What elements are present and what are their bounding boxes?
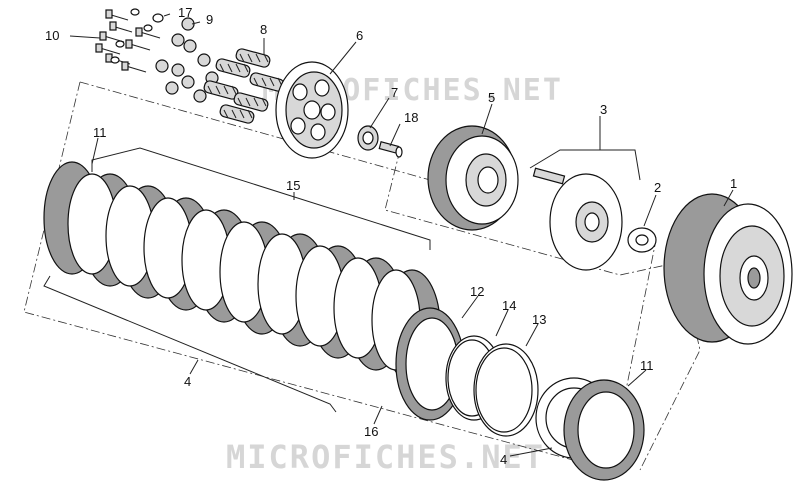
hub-plate-assembly	[532, 167, 623, 271]
callout-5: 5	[488, 90, 495, 105]
clutch-basket	[663, 193, 793, 345]
callout-13: 13	[532, 312, 546, 327]
callout-14: 14	[502, 298, 516, 313]
watermark-bottom: MICROFICHES.NET	[226, 438, 545, 476]
callout-4-bottom: 4	[500, 452, 507, 467]
callout-11-bottom: 11	[640, 358, 654, 373]
callout-11-top: 11	[93, 125, 107, 140]
assembly-outline-top	[79, 81, 431, 181]
leader-lines	[43, 13, 734, 457]
callout-16: 16	[364, 424, 378, 439]
springs-group	[203, 48, 285, 124]
callout-3: 3	[600, 102, 607, 117]
callout-2: 2	[654, 180, 661, 195]
inner-hub	[427, 125, 519, 231]
outer-plates	[535, 377, 645, 481]
bolts-group	[95, 8, 164, 73]
thrust-washer	[627, 227, 657, 253]
assembly-outline-right	[384, 149, 701, 471]
callout-17: 17	[178, 5, 192, 20]
callout-9: 9	[206, 12, 213, 27]
callout-12: 12	[470, 284, 484, 299]
plate-and-rings	[395, 307, 539, 437]
clutch-plate-stack	[43, 161, 441, 383]
callout-1: 1	[730, 176, 737, 191]
callout-4-left: 4	[184, 374, 191, 389]
callout-6: 6	[356, 28, 363, 43]
callout-7: 7	[391, 85, 398, 100]
callout-18: 18	[404, 110, 418, 125]
callout-10: 10	[45, 28, 59, 43]
bearing	[357, 125, 379, 151]
assembly-outline-left	[23, 81, 656, 471]
pressure-plate	[275, 61, 349, 159]
callout-8: 8	[260, 22, 267, 37]
callout-15: 15	[286, 178, 300, 193]
callout-numbers: 17 9 10 8 6 7 5 3 18 11 2 1 15 12 14 13 …	[45, 5, 737, 467]
pushrod-pin	[378, 141, 403, 158]
